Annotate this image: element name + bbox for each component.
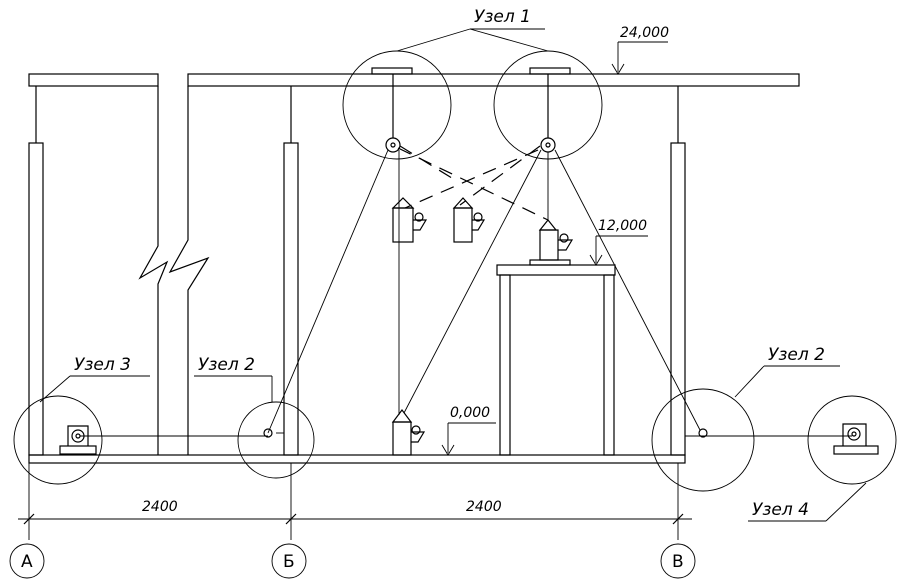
axis-b-circle: [271, 543, 307, 579]
hoist-upper-mid: [452, 197, 486, 243]
load-on-platform: [529, 219, 574, 266]
axis-b-label: Б: [283, 552, 295, 572]
axis-v-circle: [660, 543, 696, 579]
dim-span-ab: 2400: [142, 499, 178, 515]
hoist-ground: [391, 409, 426, 456]
anchor-left-icon: [71, 429, 85, 443]
node1-circle-left: [342, 50, 452, 160]
hoist-upper-left: [391, 197, 428, 243]
axis-a-circle: [9, 543, 45, 579]
node1-label: Узел 1: [474, 7, 531, 27]
node-circles: [13, 50, 897, 492]
column-break-pair: [138, 86, 210, 455]
ground-pulleys: [263, 428, 708, 438]
node2-right-label: Узел 2: [768, 345, 825, 365]
axis-a-label: А: [21, 552, 33, 572]
node4-circle: [807, 395, 897, 485]
axis-v-label: В: [672, 552, 684, 572]
anchor-node4: [833, 423, 879, 455]
top-beam-left: [28, 73, 159, 87]
dimension-line: [18, 463, 692, 540]
top-beam-main: [187, 73, 800, 87]
node3-label: Узел 3: [74, 355, 131, 375]
top-pulleys: [371, 67, 571, 153]
anchor-node3: [59, 425, 97, 455]
anchor-right-icon: [847, 427, 861, 441]
node3-circle: [13, 395, 103, 485]
node2-left-label: Узел 2: [198, 355, 255, 375]
ground-slab: [28, 454, 686, 464]
ropes: [80, 145, 852, 437]
frame-structure: [28, 73, 800, 464]
node4-label: Узел 4: [752, 500, 809, 520]
elevation-middle: 12,000: [598, 218, 647, 234]
pulley-ground-b-icon: [263, 428, 273, 438]
node2-circle-right: [651, 388, 755, 492]
pulley-ground-v-icon: [698, 428, 708, 438]
node2-circle-left: [237, 401, 315, 479]
dim-span-bv: 2400: [466, 499, 502, 515]
pulley-right-icon: [540, 137, 556, 153]
column-v: [670, 86, 686, 456]
pulley-left-icon: [385, 137, 401, 153]
axis-bubbles: [9, 543, 696, 579]
elevation-top: 24,000: [620, 25, 669, 41]
elevation-ground: 0,000: [450, 405, 490, 421]
column-b: [283, 86, 299, 456]
mid-platform: [496, 264, 616, 456]
leaders: [39, 28, 867, 522]
